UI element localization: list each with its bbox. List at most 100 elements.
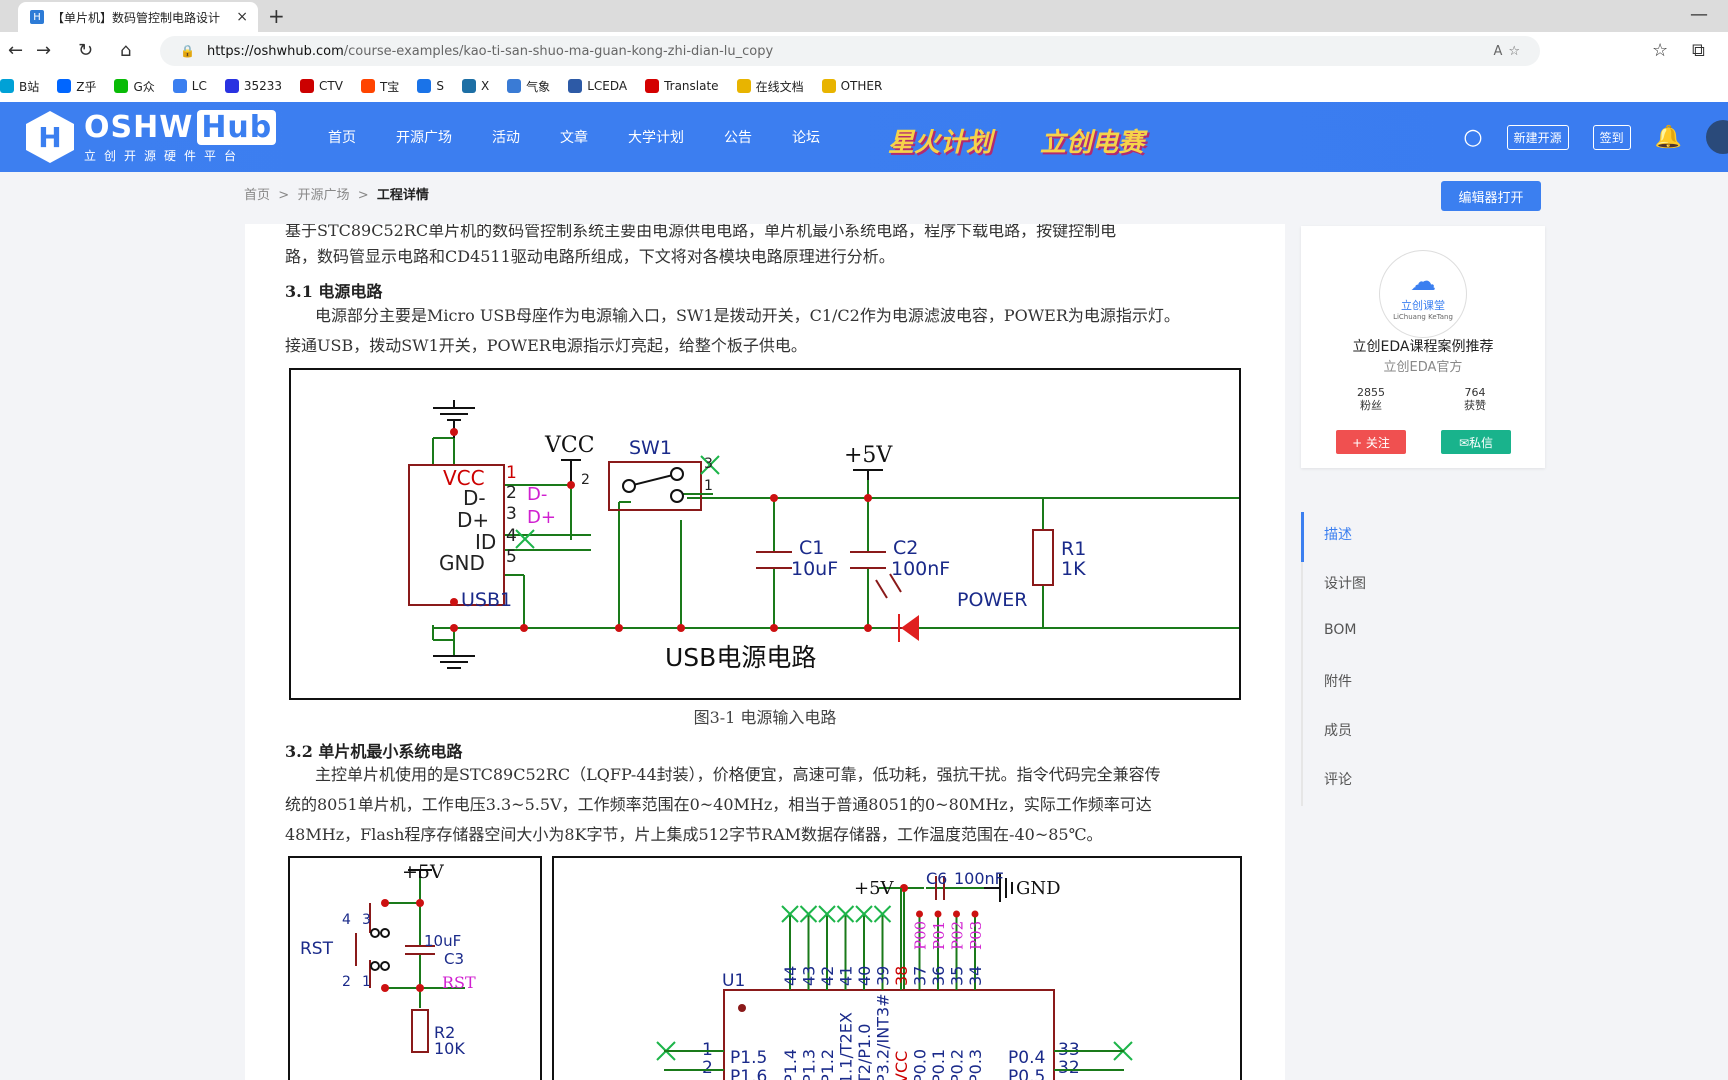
promo-contest[interactable]: 立创电赛 xyxy=(1040,128,1145,158)
bookmark-item[interactable]: Z乎 xyxy=(57,78,96,95)
bookmark-item[interactable]: 在线文档 xyxy=(736,78,804,95)
switch-pin-number: 1 xyxy=(704,478,713,494)
nav-activities[interactable]: 活动 xyxy=(492,130,520,146)
promo-spark-plan[interactable]: 星火计划 xyxy=(888,128,993,158)
bookmark-item[interactable]: OTHER xyxy=(821,79,882,93)
toc-item-members[interactable]: 成员 xyxy=(1324,723,1352,739)
switch-pin-number: 2 xyxy=(342,974,351,990)
back-icon[interactable]: ← xyxy=(8,40,24,61)
mcu-net-label: P00 xyxy=(912,921,930,950)
logo-subtitle: 立创开源硬件平台 xyxy=(84,149,245,163)
bookmark-item[interactable]: 35233 xyxy=(224,79,282,93)
mcu-top-pin-number: 39 xyxy=(874,966,893,986)
bookmark-favicon-icon xyxy=(417,79,432,93)
bookmark-item[interactable]: B站 xyxy=(0,78,39,95)
bookmark-label: Translate xyxy=(664,79,719,93)
refresh-icon[interactable]: ↻ xyxy=(78,40,94,61)
toc-item-design[interactable]: 设计图 xyxy=(1324,576,1366,592)
toc-item-comments[interactable]: 评论 xyxy=(1324,772,1352,788)
mcu-left-pin-number: 2 xyxy=(702,1058,713,1078)
tab-close-icon[interactable]: × xyxy=(236,9,248,25)
switch-pin-number: 1 xyxy=(362,974,371,990)
nav-articles[interactable]: 文章 xyxy=(560,130,588,146)
bookmark-favicon-icon xyxy=(57,79,72,93)
logo-hub: Hub xyxy=(197,110,277,145)
search-icon[interactable]: ○ xyxy=(1463,124,1483,150)
collections-icon[interactable]: ⧉ xyxy=(1692,40,1705,61)
mcu-right-pin-name: P0.4 xyxy=(1008,1048,1045,1068)
bookmark-item[interactable]: LCEDA xyxy=(568,79,627,93)
home-icon[interactable]: ⌂ xyxy=(120,40,132,61)
mcu-top-pin-name: P3.2/INT3# xyxy=(874,993,893,1080)
follow-button[interactable]: + 关注 xyxy=(1336,430,1406,454)
mcu-top-pin-number: 37 xyxy=(911,966,930,986)
bookmark-item[interactable]: S xyxy=(417,79,444,93)
section-heading: 3.2 单片机最小系统电路 xyxy=(285,742,463,761)
bookmark-label: X xyxy=(480,79,490,93)
nav-notice[interactable]: 公告 xyxy=(724,130,752,146)
usb-pin-number: 3 xyxy=(506,504,517,524)
no-connect-mark xyxy=(836,905,855,923)
new-tab-button[interactable]: + xyxy=(268,4,285,28)
bookmark-item[interactable]: X xyxy=(461,79,490,93)
section-heading: 3.1 电源电路 xyxy=(285,282,383,301)
new-project-button[interactable]: 新建开源 xyxy=(1506,124,1569,150)
bookmark-item[interactable]: 气象 xyxy=(507,78,550,95)
toc-item-description[interactable]: 描述 xyxy=(1324,527,1352,543)
bookmark-label: G众 xyxy=(133,79,155,94)
forward-icon[interactable]: → xyxy=(36,40,52,61)
author-org: 立创EDA官方 xyxy=(1383,360,1463,375)
no-connect-mark xyxy=(799,905,818,923)
mcu-top-pin-number: 38 xyxy=(892,966,911,986)
sign-in-button[interactable]: 签到 xyxy=(1592,124,1631,150)
favorites-icon[interactable]: ☆ xyxy=(1652,40,1669,61)
bookmark-item[interactable]: G众 xyxy=(114,78,155,95)
open-in-editor-button[interactable]: 编辑器打开 xyxy=(1441,181,1541,211)
usb-power-schematic: VCC D- D+ ID GND 1 2 3 4 5 2 3 1 D- D+ V… xyxy=(289,368,1241,700)
mcu-top-pin-number: 44 xyxy=(781,966,800,986)
bookmark-favicon-icon xyxy=(300,79,315,93)
window-minimize-icon[interactable]: — xyxy=(1690,4,1708,25)
url-bar[interactable]: 🔒 https://oshwhub.com/course-examples/ka… xyxy=(160,36,1540,66)
breadcrumb: 首页 > 开源广场 > 工程详情 xyxy=(244,184,429,203)
mcu-top-pin-number: 42 xyxy=(818,966,837,986)
author-avatar[interactable]: ☁ 立创课堂 LiChuang KeTang xyxy=(1379,250,1467,338)
nav-forum[interactable]: 论坛 xyxy=(792,130,820,146)
c3-label: C3 xyxy=(444,950,464,968)
no-connect-mark xyxy=(873,905,892,923)
read-aloud-icon[interactable]: A☆ xyxy=(1493,43,1526,59)
mcu-right-pin-name: P0.5 xyxy=(1008,1067,1045,1080)
paragraph: 电源部分主要是Micro USB母座作为电源输入口，SW1是拨动开关，C1/C2… xyxy=(315,306,1180,325)
author-name[interactable]: 立创EDA课程案例推荐 xyxy=(1352,339,1494,355)
address-toolbar: ← → ↻ ⌂ 🔒 https://oshwhub.com/course-exa… xyxy=(0,32,1728,70)
nav-university[interactable]: 大学计划 xyxy=(628,130,684,146)
bell-icon[interactable]: 🔔 xyxy=(1654,124,1682,150)
bookmark-favicon-icon xyxy=(645,79,660,93)
breadcrumb-square[interactable]: 开源广场 xyxy=(297,188,350,203)
paragraph: 48MHz，Flash程序存储器空间大小为8K字节，片上集成512字节RAM数据… xyxy=(285,825,1103,844)
breadcrumb-home[interactable]: 首页 xyxy=(244,188,271,203)
nav-open-square[interactable]: 开源广场 xyxy=(396,130,452,146)
junction-dot xyxy=(916,910,923,918)
bookmark-item[interactable]: CTV xyxy=(300,79,343,93)
bookmark-item[interactable]: Translate xyxy=(645,79,719,93)
mcu-net-label: P03 xyxy=(967,921,985,950)
usb-pin-name: D+ xyxy=(457,508,489,532)
bookmark-item[interactable]: LC xyxy=(172,79,207,93)
bookmark-item[interactable]: T宝 xyxy=(360,78,399,95)
switch-pin-number: 2 xyxy=(581,472,590,488)
browser-tabbar: H 【单片机】数码管控制电路设计 × + — xyxy=(0,0,1728,32)
browser-tab[interactable]: H 【单片机】数码管控制电路设计 × xyxy=(18,2,258,32)
bookmark-favicon-icon xyxy=(461,79,476,93)
url-path: /course-examples/kao-ti-san-shuo-ma-guan… xyxy=(343,43,774,59)
bookmark-favicon-icon xyxy=(0,79,14,93)
user-avatar[interactable] xyxy=(1706,120,1728,154)
message-button[interactable]: ✉私信 xyxy=(1441,430,1511,454)
toc-item-bom[interactable]: BOM xyxy=(1324,622,1357,638)
c2-label: C2 xyxy=(893,537,918,559)
toc-active-indicator xyxy=(1301,512,1304,562)
toc-item-attachments[interactable]: 附件 xyxy=(1324,674,1352,690)
nav-home[interactable]: 首页 xyxy=(328,130,356,146)
no-connect-mark xyxy=(855,905,873,923)
